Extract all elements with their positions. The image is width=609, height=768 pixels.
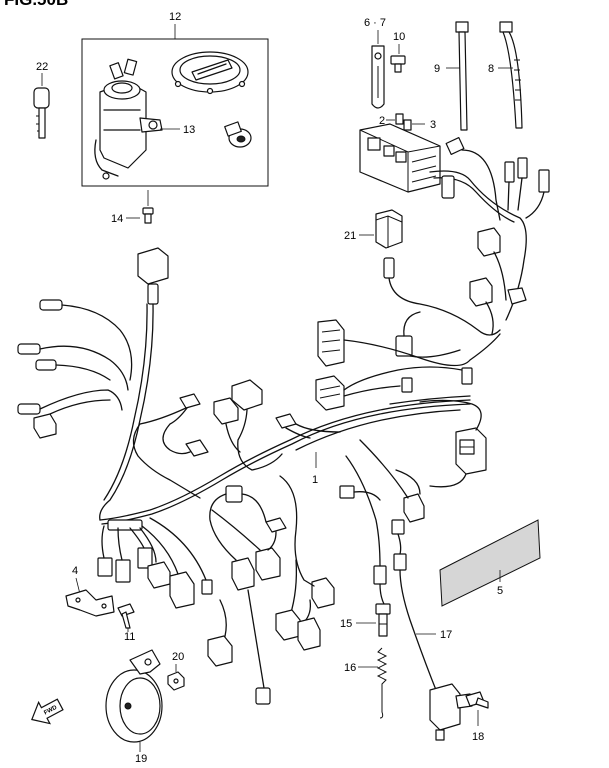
callout-2: 2 (379, 115, 385, 127)
center-lower-connectors (225, 485, 335, 609)
bolt-14 (142, 207, 154, 224)
lower-left-connector-bank (97, 519, 213, 609)
clamp-6-7 (371, 45, 385, 109)
figure-title: FIG.50B (4, 0, 68, 9)
bolt-10 (390, 55, 406, 73)
callout-14: 14 (111, 213, 123, 225)
callout-12: 12 (169, 11, 181, 23)
fuse-3 (403, 119, 412, 131)
callout-1: 1 (312, 474, 318, 486)
socket-right (455, 427, 487, 475)
callout-17: 17 (440, 629, 452, 641)
cable-tie-9 (455, 21, 469, 131)
upper-center-connectors (179, 379, 297, 457)
label-plate-5 (439, 519, 541, 607)
callout-4: 4 (72, 565, 78, 577)
callout-10: 10 (393, 31, 405, 43)
part-12-lock-set-box (81, 24, 269, 187)
forward-arrow-icon: FWD (31, 698, 64, 725)
left-top-connector (137, 247, 169, 305)
seat-lock-cylinder (224, 121, 252, 148)
connector-cluster-fuse-right (441, 157, 550, 219)
right-middle-connectors (339, 485, 425, 585)
callout-11: 11 (124, 631, 135, 643)
callout-6-7: 6 · 7 (364, 17, 386, 29)
main-harness-trunk (99, 395, 471, 525)
callout-22: 22 (36, 61, 48, 73)
fuse-box (359, 123, 465, 193)
callout-3: 3 (430, 119, 436, 131)
connector-center-low-pair (275, 609, 321, 651)
bolt-18 (465, 691, 489, 709)
callout-16: 16 (344, 662, 356, 674)
relay-21 (375, 209, 403, 249)
callout-9: 9 (434, 63, 440, 75)
callout-20: 20 (172, 651, 184, 663)
horn-19 (105, 649, 163, 743)
switch-15 (375, 603, 391, 637)
callout-5: 5 (497, 585, 503, 597)
spring-16 (376, 647, 388, 719)
fuse-2 (395, 113, 404, 125)
nut-20 (167, 671, 185, 691)
left-bullet-connectors (17, 299, 63, 439)
bracket-4 (65, 589, 115, 617)
callout-21: 21 (344, 230, 356, 242)
sensor-17 (429, 683, 473, 741)
callout-19: 19 (135, 753, 147, 765)
callout-18: 18 (472, 731, 484, 743)
fuel-cap (171, 51, 249, 95)
bolt-11 (117, 603, 135, 629)
ignition-switch (94, 58, 163, 180)
callout-8: 8 (488, 63, 494, 75)
connector-lower-left-lead (207, 635, 233, 667)
main-junction-connectors (315, 319, 473, 411)
connector-bottom-center-left (255, 687, 271, 705)
ignition-key (33, 87, 50, 139)
cable-tie-8 (499, 21, 523, 129)
callout-15: 15 (340, 618, 352, 630)
callout-13: 13 (183, 124, 195, 136)
